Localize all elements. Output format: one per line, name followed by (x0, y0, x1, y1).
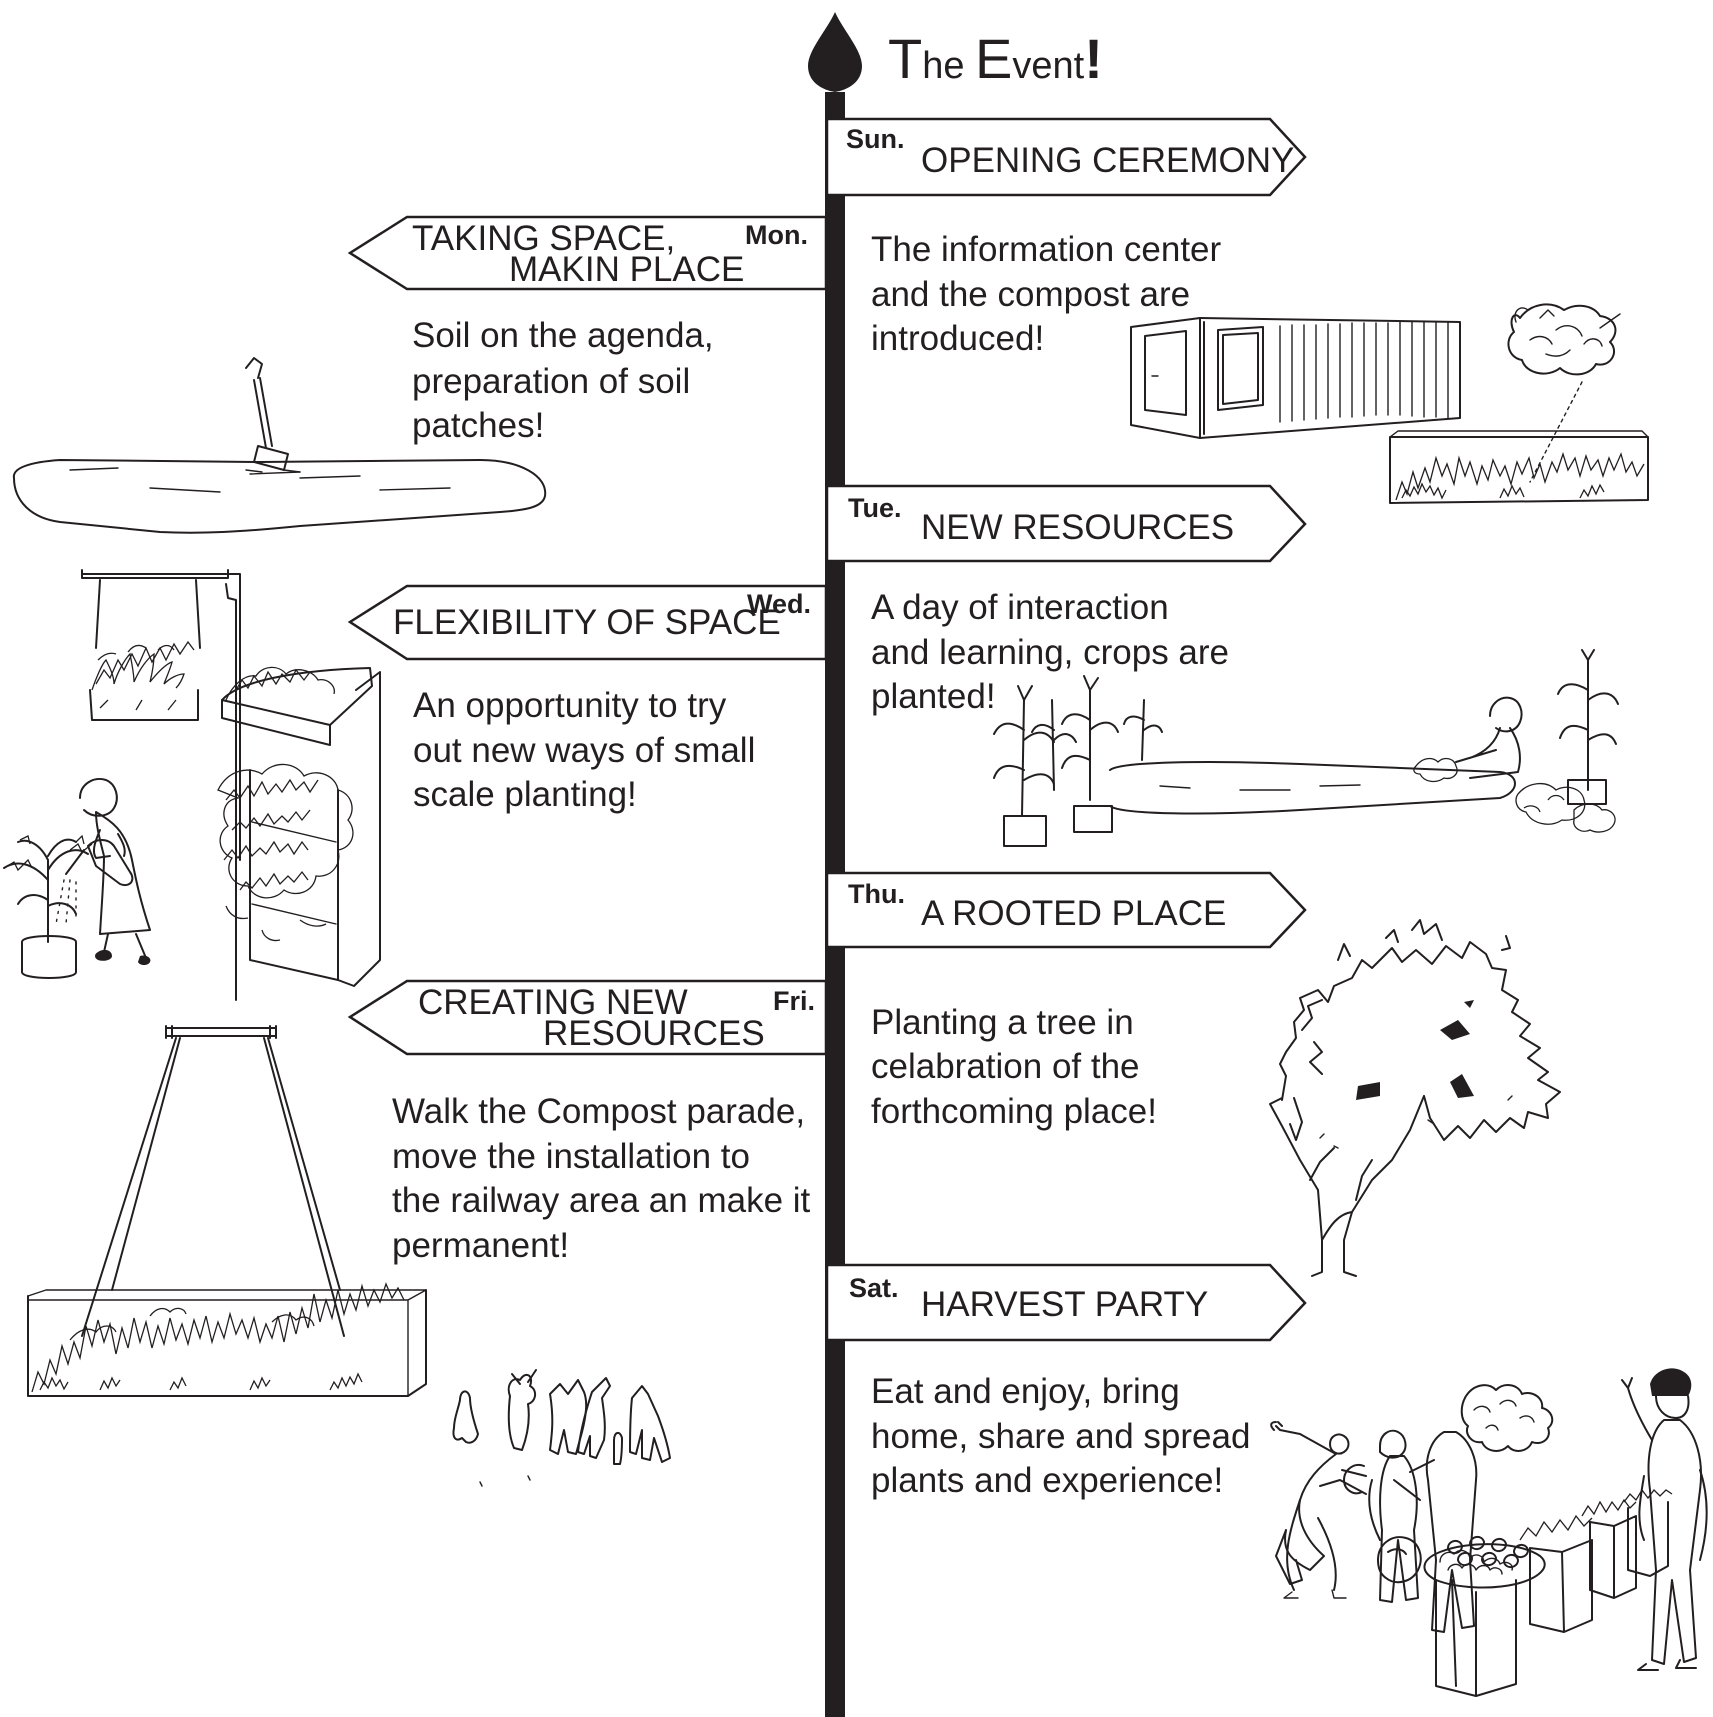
day-label-tuesday: Tue. (848, 493, 902, 523)
day-label-saturday: Sat. (849, 1273, 899, 1303)
description-thursday: Planting a tree in celabration of the fo… (871, 1003, 1157, 1131)
sign-saturday (825, 1263, 1307, 1342)
sign-tuesday (825, 484, 1307, 563)
sign-title-wednesday: FLEXIBILITY OF SPACE (393, 603, 781, 642)
event-saturday: Sat. HARVEST PARTY Eat and enjoy, bring … (825, 1263, 1708, 1697)
event-thursday: Thu. A ROOTED PLACE Planting a tree in c… (825, 871, 1561, 1277)
sign-wednesday (347, 584, 828, 661)
event-tuesday: Tue. NEW RESOURCES A day of interaction … (825, 484, 1619, 847)
sign-monday (347, 215, 828, 291)
day-label-friday: Fri. (773, 986, 815, 1016)
event-sunday: Sun. OPENING CEREMONY The information ce… (825, 117, 1649, 504)
event-monday: Mon. TAKING SPACE, MAKIN PLACE Soil on t… (12, 215, 828, 534)
sign-title-thursday: A ROOTED PLACE (921, 894, 1226, 933)
event-friday: Fri. CREATING NEW RESOURCES Walk the Com… (27, 979, 828, 1487)
sign-friday (347, 979, 828, 1056)
sign-title-friday: CREATING NEW RESOURCES (418, 983, 765, 1053)
corn-plants-and-gardener-icon (993, 649, 1619, 847)
day-label-sunday: Sun. (846, 124, 905, 154)
description-monday: Soil on the agenda, preparation of soil … (412, 316, 723, 445)
harvest-party-market-icon (1270, 1368, 1708, 1697)
sign-title-saturday: HARVEST PARTY (921, 1285, 1208, 1324)
sign-thursday (825, 871, 1307, 949)
day-label-monday: Mon. (745, 220, 808, 250)
soil-patch-with-spade-icon (12, 357, 547, 534)
shipping-container-and-compost-box-icon (1130, 303, 1649, 504)
description-saturday: Eat and enjoy, bring home, share and spr… (871, 1372, 1260, 1500)
description-wednesday: An opportunity to try out new ways of sm… (413, 686, 765, 814)
sign-title-tuesday: NEW RESOURCES (921, 508, 1234, 547)
sign-sunday (825, 117, 1307, 197)
tree-icon (1269, 919, 1561, 1277)
event-wednesday: Wed. FLEXIBILITY OF SPACE An opportunity… (3, 569, 828, 1001)
description-friday: Walk the Compost parade, move the instal… (392, 1092, 820, 1265)
description-sunday: The information center and the compost a… (871, 230, 1231, 358)
day-label-thursday: Thu. (848, 879, 905, 909)
description-tuesday: A day of interaction and learning, crops… (871, 588, 1239, 716)
sign-title-sunday: OPENING CEREMONY (921, 141, 1294, 180)
sign-title-monday: TAKING SPACE, MAKIN PLACE (412, 219, 744, 289)
hanging-compost-installation-and-parade-icon (27, 1025, 671, 1487)
hanging-planter-and-green-wall-icon (3, 569, 381, 1001)
page-title: The Event! (888, 27, 1103, 90)
day-label-wednesday: Wed. (747, 589, 811, 619)
